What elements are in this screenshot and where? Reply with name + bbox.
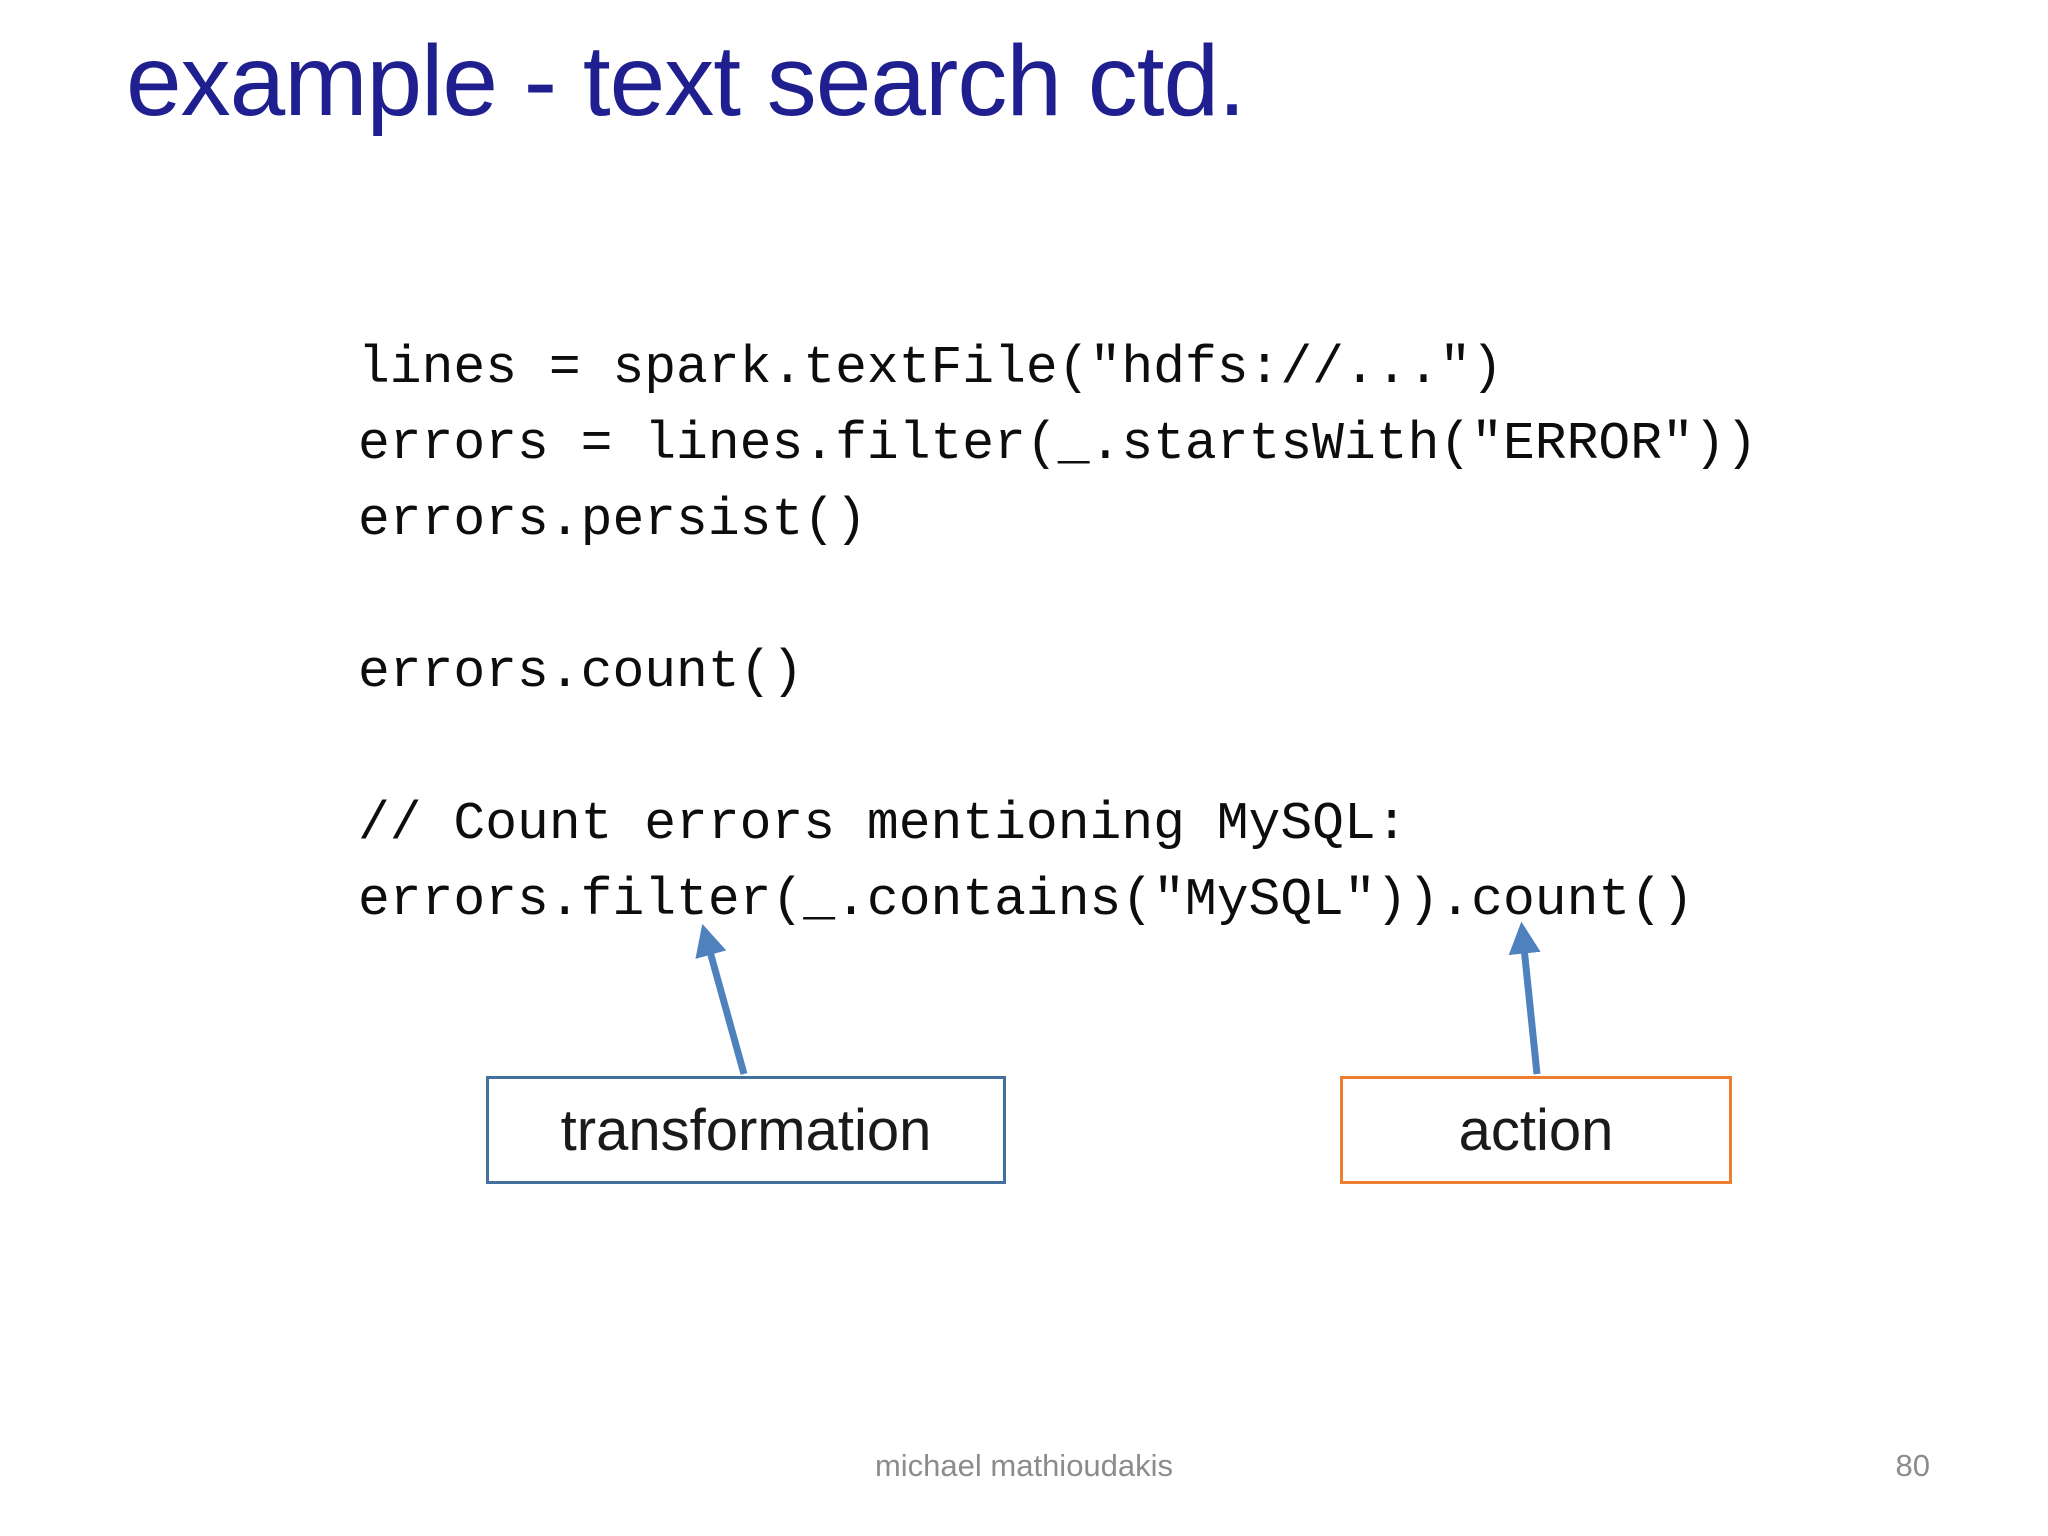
action-label-box: action: [1340, 1076, 1732, 1184]
code-line: lines = spark.textFile("hdfs://..."): [358, 338, 1503, 398]
code-line: [358, 710, 1757, 786]
footer-author: michael mathioudakis: [874, 1448, 1174, 1483]
code-line: [358, 558, 1757, 634]
code-block: lines = spark.textFile("hdfs://...") err…: [358, 330, 1757, 938]
action-arrow-icon: [1508, 921, 1541, 1075]
code-line: errors = lines.filter(_.startsWith("ERRO…: [358, 414, 1758, 474]
footer: michael mathioudakis 80: [0, 1448, 2048, 1488]
action-label: action: [1458, 1097, 1614, 1163]
transformation-label-box: transformation: [486, 1076, 1006, 1184]
footer-page-number: 80: [1895, 1448, 1930, 1483]
transformation-label: transformation: [560, 1097, 932, 1163]
code-line: errors.persist(): [358, 490, 867, 550]
slide-title: example - text search ctd.: [126, 25, 1246, 137]
code-line: // Count errors mentioning MySQL:: [358, 794, 1408, 854]
code-line: errors.filter(_.contains("MySQL")).count…: [358, 870, 1694, 930]
code-line: errors.count(): [358, 642, 804, 702]
transformation-arrow-icon: [695, 923, 748, 1075]
